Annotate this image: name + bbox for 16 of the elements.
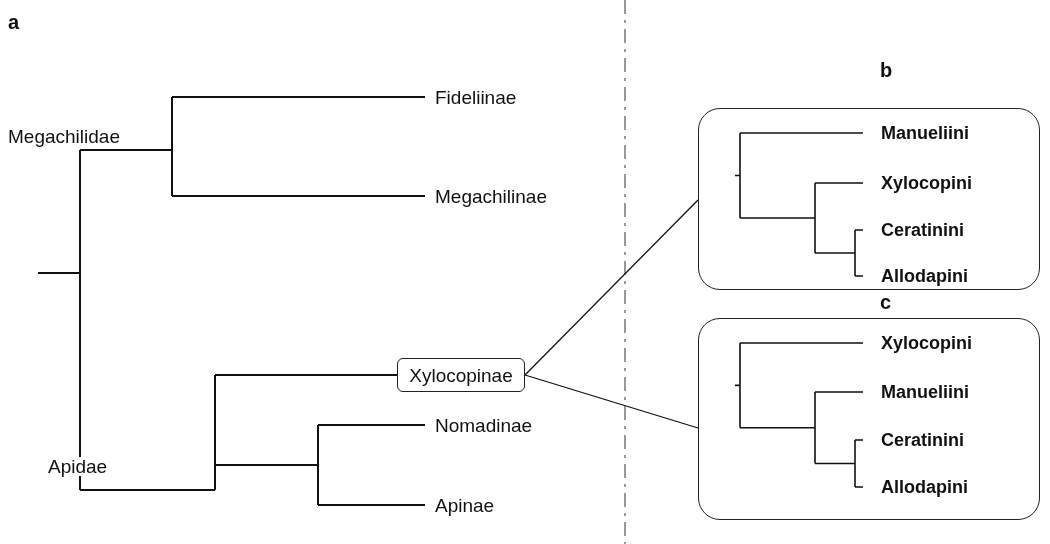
taxon-label: Manueliini: [881, 124, 969, 142]
taxon-label: Apidae: [48, 456, 108, 476]
clade-panel: [698, 318, 1040, 520]
connector-line: [524, 199, 699, 376]
connector-line: [524, 374, 699, 429]
taxon-label: Manueliini: [881, 383, 969, 401]
taxon-label: Allodapini: [881, 267, 968, 285]
taxon-label: Xylocopinae: [409, 365, 513, 385]
clade-panel: [698, 108, 1040, 290]
taxon-label: Ceratinini: [881, 431, 964, 449]
taxon-label: Xylocopini: [881, 174, 972, 192]
highlight-box: [397, 358, 525, 392]
taxon-label: Xylocopini: [881, 334, 972, 352]
taxon-label: Ceratinini: [881, 221, 964, 239]
panel-letter: b: [880, 60, 893, 80]
taxon-label: Allodapini: [881, 478, 968, 496]
